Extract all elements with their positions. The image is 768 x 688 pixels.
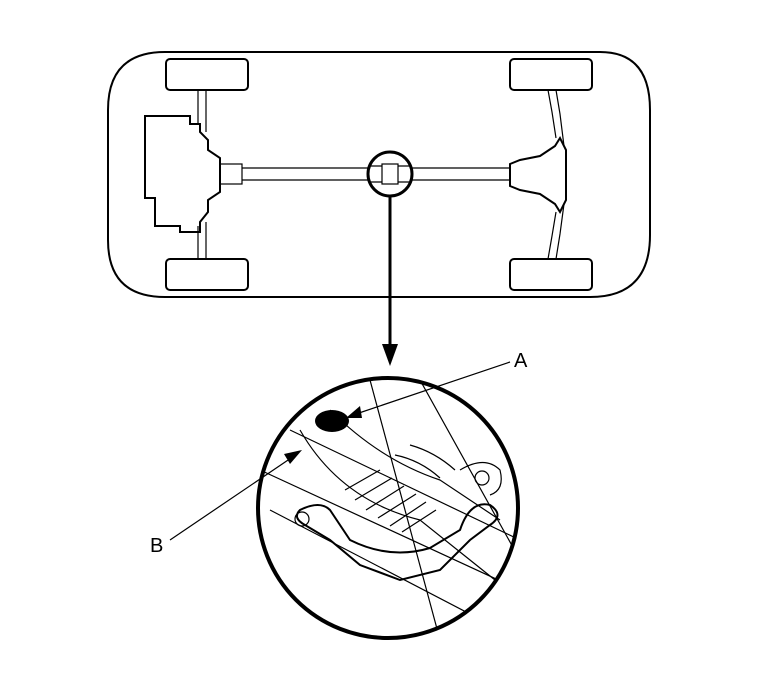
engine-transmission bbox=[144, 115, 221, 233]
transfer-case bbox=[219, 163, 243, 185]
vehicle-body-outline bbox=[107, 51, 651, 298]
center-bearing-callout-circle bbox=[366, 150, 414, 198]
front-axle-lower bbox=[197, 222, 207, 259]
propeller-shaft bbox=[242, 167, 510, 181]
wheel-rear-left bbox=[509, 58, 593, 91]
label-a-group: A bbox=[346, 350, 528, 418]
callout-arrow bbox=[382, 196, 398, 366]
center-bearing bbox=[381, 163, 399, 185]
label-b-group: B bbox=[150, 450, 302, 557]
detail-circle bbox=[256, 376, 520, 640]
rear-axle-lower bbox=[547, 203, 565, 260]
rear-axle-upper bbox=[547, 89, 565, 147]
vehicle-top-view bbox=[107, 51, 651, 298]
front-axle-upper bbox=[197, 90, 207, 132]
label-b: B bbox=[150, 535, 163, 557]
label-a: A bbox=[514, 350, 528, 372]
wheel-front-left bbox=[165, 58, 249, 91]
wheel-rear-right bbox=[509, 258, 593, 291]
bearing-support bbox=[295, 503, 499, 582]
plug-a bbox=[315, 410, 349, 432]
wheel-front-right bbox=[165, 258, 249, 291]
detail-magnified-view bbox=[256, 376, 520, 640]
rear-differential bbox=[509, 135, 567, 215]
